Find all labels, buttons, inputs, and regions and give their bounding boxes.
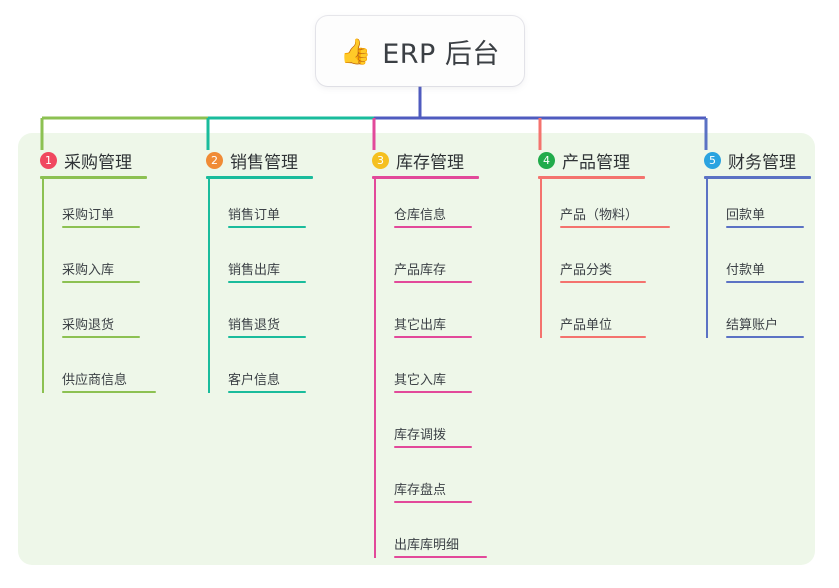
branch-item-label: 产品分类	[560, 263, 613, 278]
branch-item-underline	[62, 226, 140, 228]
branch-item-underline	[394, 446, 472, 448]
thumbs-up-icon: 👍	[340, 36, 372, 66]
branch-item-underline	[394, 336, 472, 338]
branch-item-label: 采购入库	[62, 263, 115, 278]
branch-item-underline	[394, 556, 487, 558]
branch-number-badge: 3	[372, 152, 389, 169]
branch-item[interactable]: 付款单	[726, 253, 804, 283]
root-node[interactable]: 👍 ERP 后台	[316, 16, 524, 86]
branch-item-label: 销售出库	[228, 263, 281, 278]
branch-underline	[40, 176, 147, 179]
branch-item-label: 库存盘点	[394, 483, 447, 498]
branch-item-underline	[228, 336, 306, 338]
branch-item-label: 其它入库	[394, 373, 447, 388]
branch-item[interactable]: 产品库存	[394, 253, 472, 283]
branch-item-underline	[394, 281, 472, 283]
branch-item[interactable]: 库存盘点	[394, 473, 472, 503]
branch-item-underline	[726, 336, 804, 338]
branch-title: 财务管理	[728, 153, 796, 173]
branch-item-underline	[228, 281, 306, 283]
branch-item-underline	[228, 391, 306, 393]
branch-title: 采购管理	[64, 153, 132, 173]
branch-number-badge: 2	[206, 152, 223, 169]
branch-item[interactable]: 回款单	[726, 198, 804, 228]
branch-item[interactable]: 采购入库	[62, 253, 140, 283]
branch-item-underline	[228, 226, 306, 228]
branch-item[interactable]: 销售出库	[228, 253, 306, 283]
branch-item[interactable]: 销售订单	[228, 198, 306, 228]
branch-item[interactable]: 出库库明细	[394, 528, 487, 558]
branch-item-label: 产品库存	[394, 263, 447, 278]
branch-item-underline	[62, 336, 140, 338]
branch-item-label: 采购订单	[62, 208, 115, 223]
branch-title: 产品管理	[562, 153, 630, 173]
branch-spine	[374, 176, 376, 558]
branch-item-underline	[726, 281, 804, 283]
branch-item[interactable]: 产品单位	[560, 308, 646, 338]
branch-number-badge: 1	[40, 152, 57, 169]
branch-item-underline	[62, 391, 156, 393]
branch-item-label: 客户信息	[228, 373, 281, 388]
branch-item-underline	[560, 281, 646, 283]
branch-item-label: 销售订单	[228, 208, 281, 223]
branch-item[interactable]: 客户信息	[228, 363, 306, 393]
branch-header-3[interactable]: 3 库存管理	[372, 148, 464, 173]
branch-spine	[42, 176, 44, 393]
branch-item-label: 仓库信息	[394, 208, 447, 223]
branch-item-label: 销售退货	[228, 318, 281, 333]
branch-header-5[interactable]: 5 财务管理	[704, 148, 796, 173]
branch-item-underline	[560, 336, 646, 338]
branch-item-label: 结算账户	[726, 318, 779, 333]
branch-item-underline	[394, 501, 472, 503]
branch-item[interactable]: 其它入库	[394, 363, 472, 393]
branch-header-2[interactable]: 2 销售管理	[206, 148, 298, 173]
branch-item[interactable]: 产品分类	[560, 253, 646, 283]
branch-item-label: 出库库明细	[394, 538, 460, 553]
branch-item[interactable]: 仓库信息	[394, 198, 472, 228]
branch-item-label: 产品（物料）	[560, 208, 639, 223]
branch-item[interactable]: 采购订单	[62, 198, 140, 228]
branch-item[interactable]: 采购退货	[62, 308, 140, 338]
branch-item[interactable]: 其它出库	[394, 308, 472, 338]
branch-item[interactable]: 库存调拨	[394, 418, 472, 448]
branch-spine	[706, 176, 708, 338]
branch-item-label: 产品单位	[560, 318, 613, 333]
branch-number-badge: 4	[538, 152, 555, 169]
branch-item-underline	[560, 226, 670, 228]
branch-item-label: 采购退货	[62, 318, 115, 333]
branch-title: 库存管理	[396, 153, 464, 173]
branch-item-underline	[394, 391, 472, 393]
branch-item[interactable]: 产品（物料）	[560, 198, 670, 228]
branch-title: 销售管理	[230, 153, 298, 173]
root-node-content: 👍 ERP 后台	[340, 32, 500, 71]
branch-number-badge: 5	[704, 152, 721, 169]
branch-item-label: 回款单	[726, 208, 766, 223]
branch-item-label: 库存调拨	[394, 428, 447, 443]
branch-item[interactable]: 结算账户	[726, 308, 804, 338]
branch-item-underline	[726, 226, 804, 228]
branch-header-1[interactable]: 1 采购管理	[40, 148, 132, 173]
branch-item-label: 供应商信息	[62, 373, 128, 388]
root-title: ERP 后台	[382, 38, 500, 70]
branch-header-4[interactable]: 4 产品管理	[538, 148, 630, 173]
branch-item-underline	[62, 281, 140, 283]
branch-item-label: 付款单	[726, 263, 766, 278]
branch-item[interactable]: 供应商信息	[62, 363, 156, 393]
branch-underline	[538, 176, 645, 179]
branch-underline	[206, 176, 313, 179]
branch-underline	[372, 176, 479, 179]
branch-underline	[704, 176, 811, 179]
branch-spine	[208, 176, 210, 393]
branches-panel	[18, 133, 815, 565]
branch-item-underline	[394, 226, 472, 228]
branch-item[interactable]: 销售退货	[228, 308, 306, 338]
branch-item-label: 其它出库	[394, 318, 447, 333]
branch-spine	[540, 176, 542, 338]
